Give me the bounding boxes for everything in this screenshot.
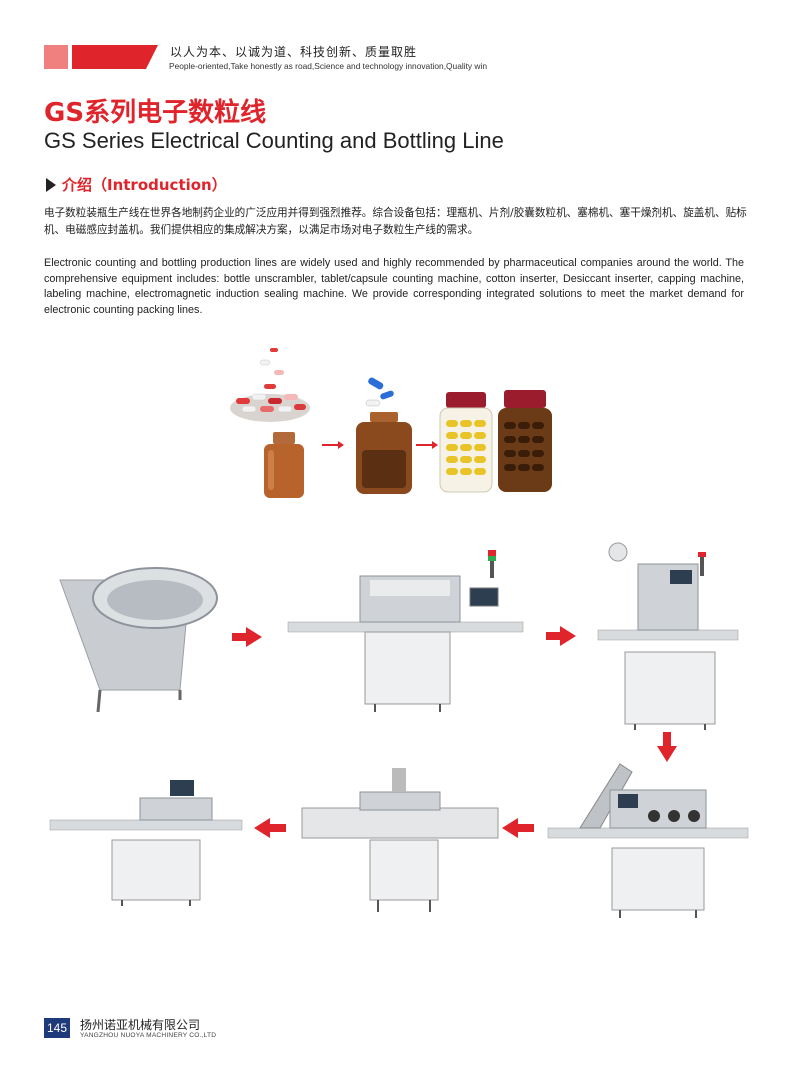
- footer-company-cn: 扬州诺亚机械有限公司: [80, 1018, 201, 1032]
- filled-clear-bottle: [439, 392, 493, 493]
- arrow-right-icon: [322, 441, 344, 449]
- header-slogan-cn: 以人为本、以诚为道、科技创新、质量取胜: [170, 45, 418, 59]
- capping-machine: [547, 763, 749, 918]
- arrow-left-icon: [254, 818, 286, 838]
- header-red-bar: [72, 45, 158, 69]
- section-heading: 介绍（Introduction）: [46, 174, 227, 195]
- section-heading-label: 介绍（Introduction）: [62, 176, 227, 194]
- arrow-right-icon: [232, 627, 262, 647]
- arrow-right-icon: [546, 626, 576, 646]
- footer-company-en: YANGZHOU NUOYA MACHINERY CO.,LTD: [80, 1032, 217, 1039]
- intro-paragraph-en: Electronic counting and bottling product…: [44, 257, 744, 316]
- labeling-machine: [49, 780, 243, 906]
- filled-amber-bottle: [498, 390, 552, 492]
- play-triangle-icon: [46, 177, 56, 192]
- page-title-cn: GS系列电子数粒线: [44, 98, 267, 128]
- page-title-en: GS Series Electrical Counting and Bottli…: [44, 128, 504, 153]
- page-number-badge: 145: [44, 1018, 70, 1038]
- header-slogan-en: People-oriented,Take honestly as road,Sc…: [169, 61, 487, 71]
- arrow-right-icon: [416, 441, 438, 449]
- bottle-unscrambler-machine: [59, 567, 218, 713]
- filling-bottle: [356, 377, 412, 494]
- empty-bottle: [264, 432, 304, 498]
- pill-pile: [230, 348, 310, 422]
- cotton-inserter-machine: [597, 542, 739, 730]
- header-accent-block: [44, 45, 68, 69]
- induction-sealing-machine: [301, 768, 499, 912]
- bottling-process-illustration: [230, 348, 552, 498]
- tablet-counting-machine: [287, 550, 524, 712]
- arrow-left-icon: [502, 818, 534, 838]
- arrow-down-icon: [657, 732, 677, 762]
- intro-paragraph-cn: 电子数粒装瓶生产线在世界各地制药企业的广泛应用并得到强烈推荐。综合设备包括：理瓶…: [44, 207, 747, 236]
- production-line-illustration: [49, 542, 749, 918]
